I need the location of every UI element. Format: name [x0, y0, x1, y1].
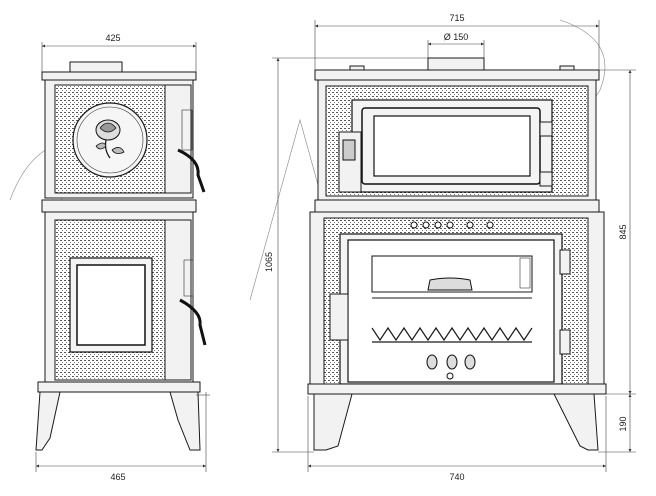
side-middle-band: [41, 199, 197, 213]
side-upper-handle: [177, 148, 206, 193]
side-top-plate: [41, 71, 197, 81]
oven-window: [373, 115, 531, 177]
dim-total-height: 1065: [264, 252, 274, 272]
control-knobs: [410, 221, 494, 229]
grate: [371, 326, 533, 343]
front-flue-collar: [427, 57, 485, 71]
firebox-handle: [329, 293, 349, 341]
front-view: [272, 20, 636, 472]
front-top-plate: [314, 69, 600, 81]
front-leg-right: [553, 393, 599, 451]
dim-side-top-width: 425: [105, 33, 120, 43]
dim-side-bottom-width: 465: [110, 472, 125, 482]
dim-flue-diameter: Ø 150: [444, 32, 469, 42]
side-base: [37, 381, 201, 393]
oven-hinge-top: [539, 121, 553, 137]
front-base: [307, 383, 607, 395]
dim-front-top-width: 715: [449, 13, 464, 23]
side-leg-right: [169, 391, 201, 451]
dim-upper-height: 845: [618, 224, 628, 239]
dim-front-bottom-width: 740: [449, 472, 464, 482]
oven-hinge-bottom: [539, 171, 553, 187]
side-view: [35, 42, 210, 472]
dim-leg-height: 190: [618, 416, 628, 431]
air-controls: [426, 354, 476, 380]
side-leg-left: [35, 391, 61, 451]
side-flue-collar: [69, 61, 123, 73]
front-middle-band: [314, 199, 600, 213]
front-leg-left: [313, 393, 353, 451]
side-lower-handle: [179, 298, 207, 346]
log-rest: [427, 277, 473, 291]
rose-icon: [95, 119, 125, 159]
